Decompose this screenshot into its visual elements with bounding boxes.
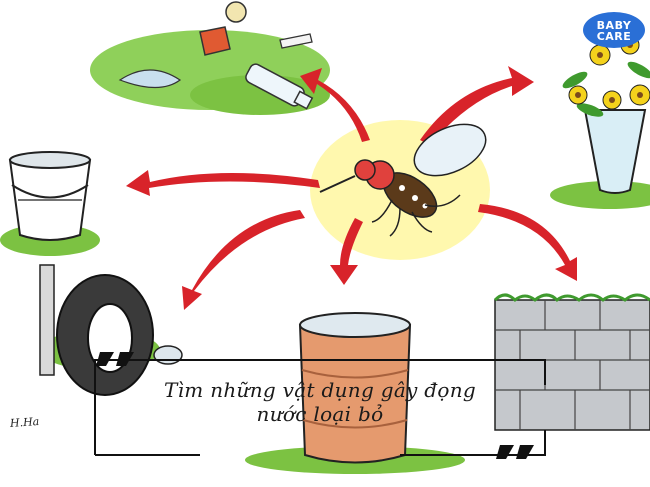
caption-line-1: Tìm những vật dụng gây đọng xyxy=(163,378,477,402)
arrow-to-trash xyxy=(300,68,370,142)
flower-vase-icon xyxy=(550,35,650,209)
mosquito-icon xyxy=(319,123,487,237)
baby-care-logo: BABY CARE xyxy=(583,12,645,48)
bucket-icon xyxy=(0,151,100,256)
caption-line-2: nước loại bỏ xyxy=(256,402,384,426)
caption-text: Tìm những vật dụng gây đọng nước loại bỏ xyxy=(140,378,500,426)
trash-bottle-icon xyxy=(90,1,330,115)
arrows xyxy=(126,66,577,310)
logo-line-2: CARE xyxy=(596,30,632,43)
arrow-to-bucket xyxy=(126,170,320,196)
tire-icon xyxy=(39,264,183,396)
arrow-to-barrel xyxy=(330,218,363,285)
brick-wall-icon xyxy=(493,293,650,431)
logo-badge xyxy=(583,12,645,48)
arrow-to-vase xyxy=(420,66,534,145)
logo-line-1: BABY xyxy=(596,19,632,32)
artist-signature: H.Ha xyxy=(9,414,40,431)
arrow-to-tire xyxy=(182,210,305,310)
arrow-to-wall xyxy=(478,204,577,281)
quote-marks xyxy=(96,352,534,459)
caption-frame xyxy=(94,359,546,456)
